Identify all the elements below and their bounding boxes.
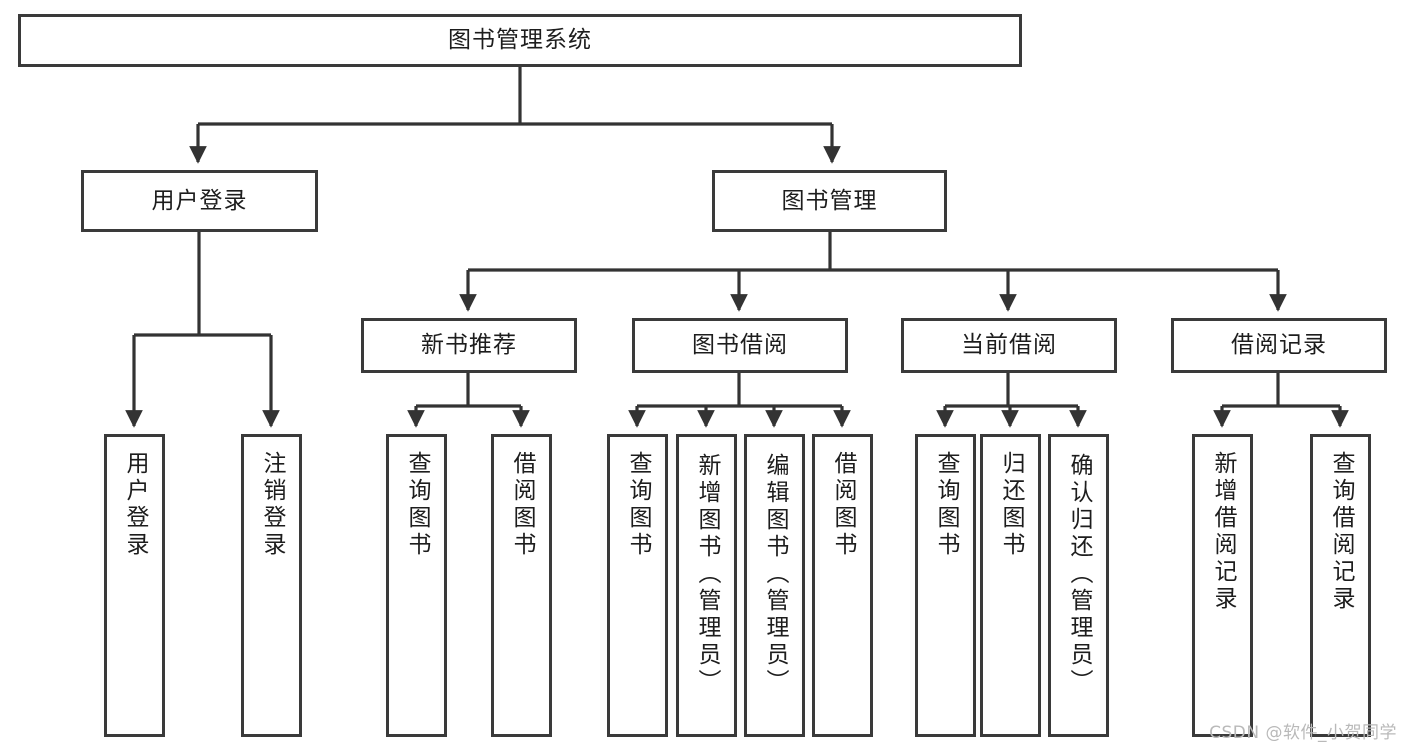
- node-user-login[interactable]: 用户登录: [81, 170, 318, 232]
- leaf-label: 编辑图书（管理员）: [762, 453, 788, 696]
- node-book-management[interactable]: 图书管理: [712, 170, 947, 232]
- leaf-user-login-login[interactable]: 用户登录: [104, 434, 165, 737]
- leaf-current-borrow-confirm-return[interactable]: 确认归还（管理员）: [1048, 434, 1109, 737]
- leaf-book-borrow-edit[interactable]: 编辑图书（管理员）: [744, 434, 805, 737]
- leaf-label: 查询图书: [404, 451, 430, 559]
- leaf-borrow-record-add[interactable]: 新增借阅记录: [1192, 434, 1253, 737]
- leaf-label: 查询图书: [933, 451, 959, 559]
- node-borrow-record-label: 借阅记录: [1231, 332, 1327, 359]
- leaf-book-borrow-add[interactable]: 新增图书（管理员）: [676, 434, 737, 737]
- node-borrow-record[interactable]: 借阅记录: [1171, 318, 1387, 373]
- node-book-borrow[interactable]: 图书借阅: [632, 318, 848, 373]
- node-book-borrow-label: 图书借阅: [692, 332, 788, 359]
- leaf-label: 注销登录: [259, 451, 285, 559]
- leaf-borrow-record-query[interactable]: 查询借阅记录: [1310, 434, 1371, 737]
- leaf-current-borrow-query[interactable]: 查询图书: [915, 434, 976, 737]
- watermark-text: CSDN @软件_小贺同学: [1209, 723, 1397, 743]
- leaf-label: 归还图书: [998, 451, 1024, 559]
- node-new-book-recommend[interactable]: 新书推荐: [361, 318, 577, 373]
- leaf-label: 新增借阅记录: [1210, 451, 1236, 613]
- leaf-new-book-borrow[interactable]: 借阅图书: [491, 434, 552, 737]
- leaf-label: 查询图书: [625, 451, 651, 559]
- node-current-borrow[interactable]: 当前借阅: [901, 318, 1117, 373]
- node-new-book-recommend-label: 新书推荐: [421, 332, 517, 359]
- node-user-login-label: 用户登录: [151, 187, 248, 214]
- leaf-label: 新增图书（管理员）: [694, 453, 720, 696]
- leaf-book-borrow-borrow[interactable]: 借阅图书: [812, 434, 873, 737]
- leaf-label: 借阅图书: [509, 451, 535, 559]
- node-book-management-label: 图书管理: [781, 187, 878, 214]
- leaf-book-borrow-query[interactable]: 查询图书: [607, 434, 668, 737]
- leaf-new-book-query[interactable]: 查询图书: [386, 434, 447, 737]
- leaf-label: 用户登录: [122, 451, 148, 559]
- node-root[interactable]: 图书管理系统: [18, 14, 1022, 67]
- leaf-current-borrow-return[interactable]: 归还图书: [980, 434, 1041, 737]
- leaf-user-login-logout[interactable]: 注销登录: [241, 434, 302, 737]
- node-root-label: 图书管理系统: [448, 27, 592, 54]
- leaf-label: 确认归还（管理员）: [1066, 453, 1092, 696]
- node-current-borrow-label: 当前借阅: [961, 332, 1057, 359]
- leaf-label: 查询借阅记录: [1328, 451, 1354, 613]
- leaf-label: 借阅图书: [830, 451, 856, 559]
